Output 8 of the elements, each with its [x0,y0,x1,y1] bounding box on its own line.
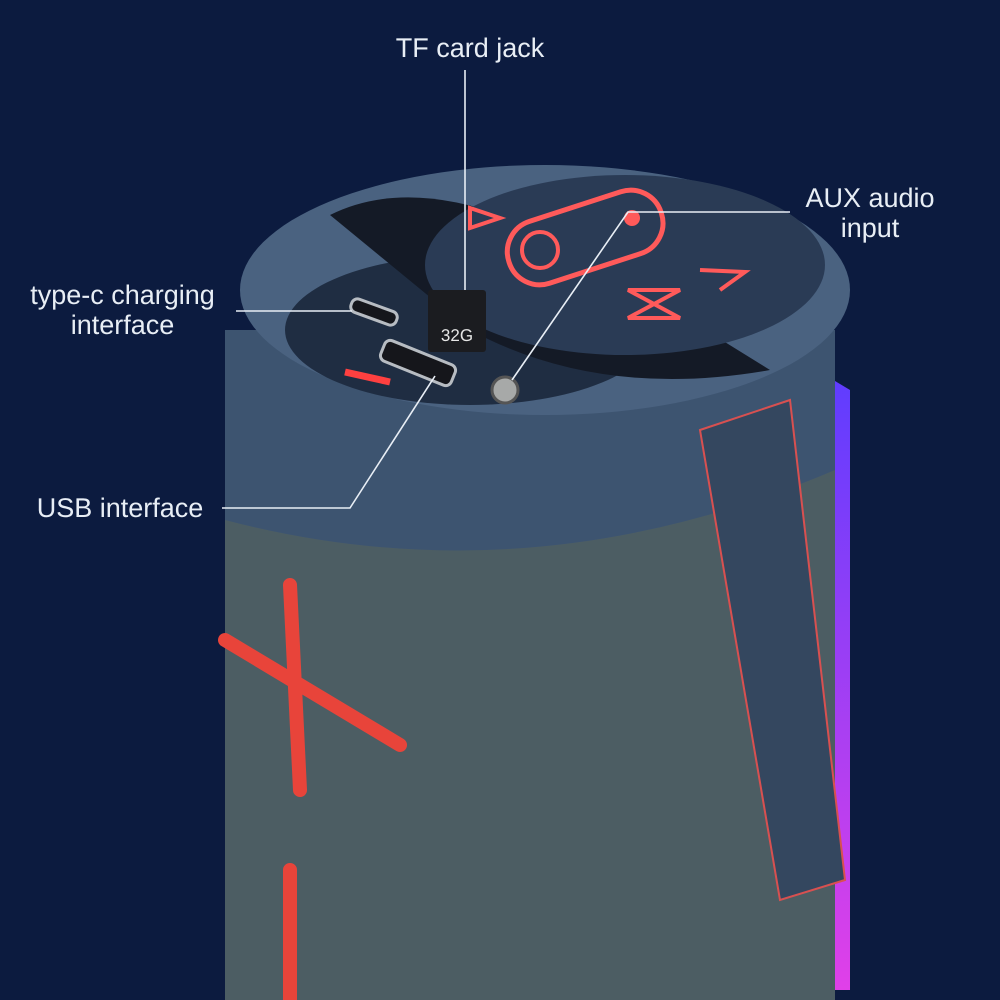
callout-label: USB interface [20,493,220,523]
leader-line [222,376,436,509]
callout-label: type-c charging interface [10,280,235,340]
leader-line [464,70,466,290]
memory-card: 32G [428,290,486,352]
leader-line [511,211,790,380]
callout-label: AUX audio input [790,183,950,243]
callout-label: TF card jack [380,33,560,63]
